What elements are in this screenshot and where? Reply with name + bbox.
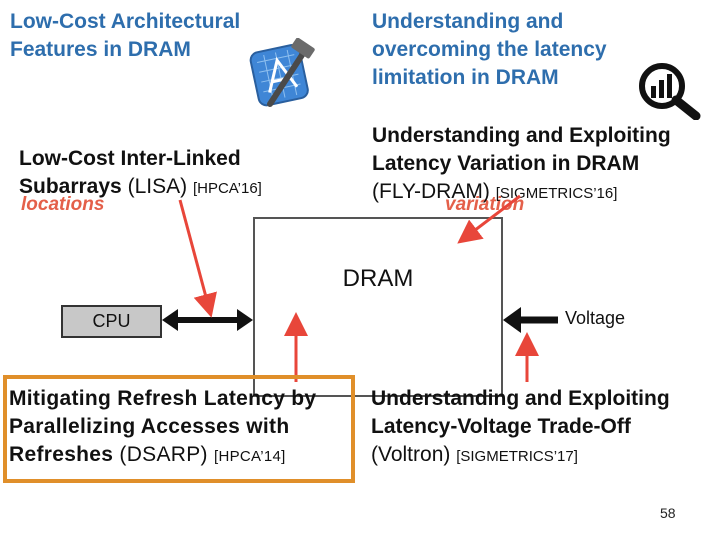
voltron-line: Understanding and Exploiting bbox=[371, 387, 670, 410]
dsarp-line: Mitigating Refresh Latency by bbox=[9, 387, 317, 410]
dsarp-line: Refreshes (DSARP) [HPCA’14] bbox=[9, 441, 316, 471]
dsarp-abbr: (DSARP) bbox=[119, 443, 208, 466]
dsarp-description: Mitigating Refresh Latency by Paralleliz… bbox=[9, 385, 316, 471]
ghost-text-locations: locations bbox=[21, 194, 105, 215]
lisa-abbr: (LISA) bbox=[127, 175, 188, 198]
voltron-line: (Voltron) [SIGMETRICS’17] bbox=[371, 441, 670, 471]
lisa-arrow bbox=[178, 199, 217, 318]
fly-venue-tag: [SIGMETRICS’16] bbox=[495, 185, 618, 202]
title-line: limitation in DRAM bbox=[372, 66, 559, 89]
cpu-box: CPU bbox=[61, 305, 162, 338]
dsarp-line: Parallelizing Accesses with bbox=[9, 415, 290, 438]
voltron-description: Understanding and Exploiting Latency-Vol… bbox=[371, 385, 670, 471]
page-number: 58 bbox=[660, 505, 676, 521]
voltage-label: Voltage bbox=[565, 308, 626, 328]
dsarp-name: Refreshes bbox=[9, 443, 114, 466]
voltron-line: Latency-Voltage Trade-Off bbox=[371, 415, 631, 438]
dsarp-highlight-frame bbox=[3, 375, 355, 483]
voltron-abbr: (Voltron) bbox=[371, 443, 451, 466]
lisa-line: Low-Cost Inter-Linked bbox=[19, 147, 241, 170]
title-low-cost-features: Low-Cost Architectural Features in DRAM bbox=[10, 8, 240, 64]
voltron-venue-tag: [SIGMETRICS’17] bbox=[456, 448, 578, 465]
fly-arrow bbox=[457, 194, 521, 244]
fly-dram-description: Understanding and Exploiting Latency Var… bbox=[372, 122, 671, 208]
hammer-blueprint-icon bbox=[240, 37, 320, 110]
title-line: Understanding and bbox=[372, 10, 564, 33]
lisa-name: Subarrays bbox=[19, 175, 122, 198]
ghost-text-variation: variation bbox=[445, 194, 525, 215]
title-line: overcoming the latency bbox=[372, 38, 607, 61]
cpu-dram-arrow bbox=[162, 309, 253, 331]
dsarp-venue-tag: [HPCA’14] bbox=[214, 448, 286, 465]
lisa-description: Low-Cost Inter-Linked Subarrays (LISA) [… bbox=[19, 145, 262, 203]
voltage-arrow bbox=[503, 307, 558, 333]
title-line: Features in DRAM bbox=[10, 38, 191, 61]
title-line: Low-Cost Architectural bbox=[10, 10, 241, 33]
lisa-line: Subarrays (LISA) [HPCA’16] bbox=[19, 173, 262, 203]
fly-line: Latency Variation in DRAM bbox=[372, 152, 640, 175]
fly-abbr: (FLY-DRAM) bbox=[372, 180, 490, 203]
title-overcoming-latency: Understanding and overcoming the latency… bbox=[372, 8, 607, 92]
dram-label: DRAM bbox=[342, 265, 414, 292]
cpu-label: CPU bbox=[92, 311, 131, 331]
fly-line: Understanding and Exploiting bbox=[372, 124, 671, 147]
lisa-venue-tag: [HPCA’16] bbox=[192, 180, 262, 197]
fly-line: (FLY-DRAM) [SIGMETRICS’16] bbox=[372, 178, 671, 208]
magnifier-chart-icon bbox=[636, 60, 704, 121]
